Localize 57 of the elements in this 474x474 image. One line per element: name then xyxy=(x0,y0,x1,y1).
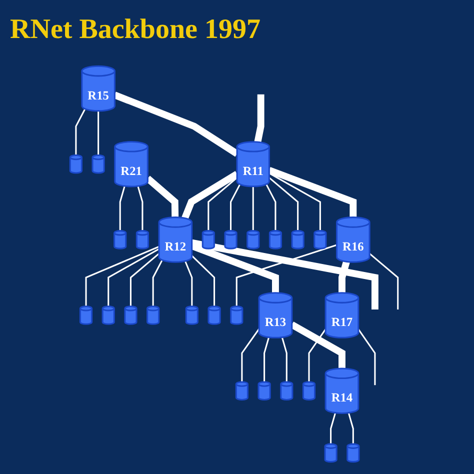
connector xyxy=(358,328,376,386)
node-cylinder xyxy=(114,230,127,250)
node-cylinder xyxy=(224,230,238,250)
connector xyxy=(108,248,160,306)
connector xyxy=(338,260,350,293)
connector xyxy=(191,239,379,310)
node-cylinder xyxy=(280,381,294,400)
node-cylinder xyxy=(185,306,199,325)
node-cylinder xyxy=(146,306,160,325)
connector xyxy=(137,186,144,231)
node-cylinder xyxy=(269,230,282,250)
node-cylinder xyxy=(258,381,271,400)
node-cylinder xyxy=(124,306,138,325)
connector xyxy=(268,166,357,218)
connector xyxy=(230,184,241,231)
connector xyxy=(252,186,254,231)
node-cylinder xyxy=(246,230,260,250)
connector xyxy=(114,92,240,157)
connector xyxy=(119,186,126,231)
node-cylinder xyxy=(102,306,116,325)
connector xyxy=(152,260,163,306)
connector xyxy=(348,412,354,444)
node-cylinder xyxy=(346,443,360,463)
node-cylinder xyxy=(208,306,221,325)
connector xyxy=(264,337,270,382)
connector xyxy=(266,184,276,231)
node-cylinder xyxy=(92,154,105,174)
connector xyxy=(236,244,338,306)
connector xyxy=(184,260,193,306)
node-cylinder xyxy=(70,154,83,174)
connector xyxy=(208,177,238,231)
node-cylinder xyxy=(324,443,338,463)
connector xyxy=(369,252,399,310)
connector xyxy=(182,170,239,220)
connector xyxy=(330,412,336,444)
connector xyxy=(268,172,322,231)
node-cylinder xyxy=(235,381,249,400)
connector xyxy=(85,246,160,306)
node-cylinder xyxy=(314,230,327,250)
title: RNet Backbone 1997 xyxy=(10,14,260,46)
node-cylinder xyxy=(80,306,93,325)
node-cylinder xyxy=(202,230,216,250)
connector xyxy=(290,322,346,368)
connector xyxy=(130,252,160,306)
connector xyxy=(98,110,100,156)
node-cylinder xyxy=(230,306,244,325)
connector xyxy=(308,328,326,382)
node-cylinder xyxy=(136,230,150,250)
connector xyxy=(281,337,288,382)
connector xyxy=(254,94,264,143)
connector xyxy=(268,177,299,231)
connector xyxy=(241,328,260,382)
connector xyxy=(75,108,86,156)
node-cylinder xyxy=(302,381,316,400)
connector xyxy=(146,176,179,218)
node-cylinder xyxy=(291,230,304,250)
connector xyxy=(191,255,216,306)
